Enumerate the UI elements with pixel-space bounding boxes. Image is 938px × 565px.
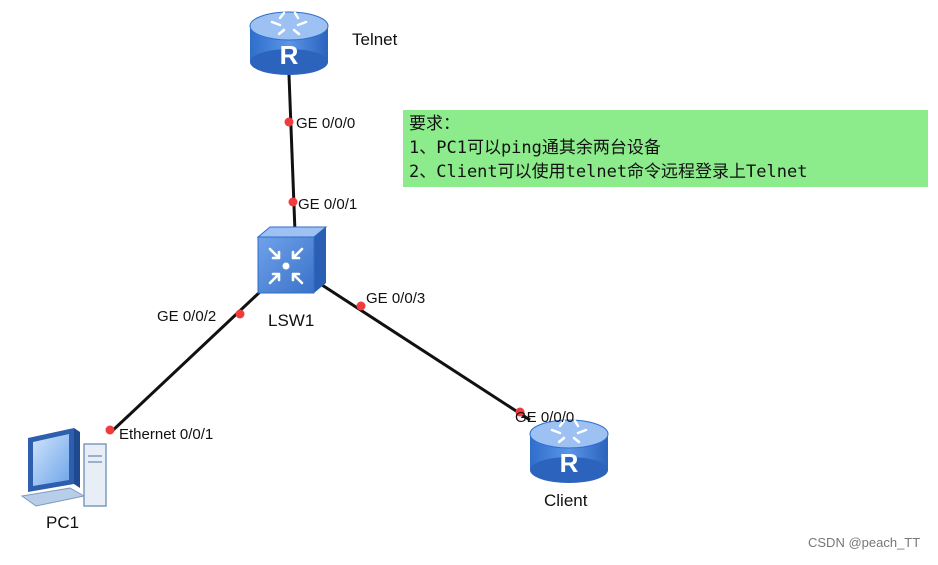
port-label-pc-eth001: Ethernet 0/0/1: [119, 426, 213, 443]
router-icon[interactable]: R: [529, 419, 609, 483]
switch-label: LSW1: [268, 311, 314, 330]
port-dot: [235, 309, 245, 319]
port-dot: [288, 197, 298, 207]
watermark: CSDN @peach_TT: [808, 535, 921, 550]
requirement-item: 1、PC1可以ping通其余两台设备: [409, 138, 661, 158]
port-label-switch-ge002: GE 0/0/2: [157, 308, 216, 325]
port-dot: [284, 117, 294, 127]
link-telnet-switch: [287, 74, 297, 233]
requirements-title: 要求：: [409, 114, 460, 134]
switch-icon[interactable]: [256, 226, 328, 294]
link-switch-client: [321, 283, 531, 422]
requirement-item: 2、Client可以使用telnet命令远程登录上Telnet: [409, 162, 808, 182]
port-label-switch-ge001: GE 0/0/1: [298, 196, 357, 213]
port-label-client-ge000: GE 0/0/0: [515, 409, 574, 426]
pc-label: PC1: [46, 513, 79, 532]
port-label-switch-ge003: GE 0/0/3: [366, 290, 425, 307]
port-label-telnet-ge000: GE 0/0/0: [296, 115, 355, 132]
router-icon[interactable]: R: [249, 11, 329, 75]
port-dot: [105, 425, 115, 435]
requirements-note: 要求： 1、PC1可以ping通其余两台设备 2、Client可以使用telne…: [403, 110, 928, 187]
client-router-label: Client: [544, 491, 588, 510]
svg-text:R: R: [280, 40, 299, 70]
port-dot: [356, 301, 366, 311]
svg-text:R: R: [560, 448, 579, 478]
port-dot: [515, 407, 525, 417]
pc-icon[interactable]: [20, 428, 107, 507]
telnet-router-label: Telnet: [352, 30, 398, 49]
